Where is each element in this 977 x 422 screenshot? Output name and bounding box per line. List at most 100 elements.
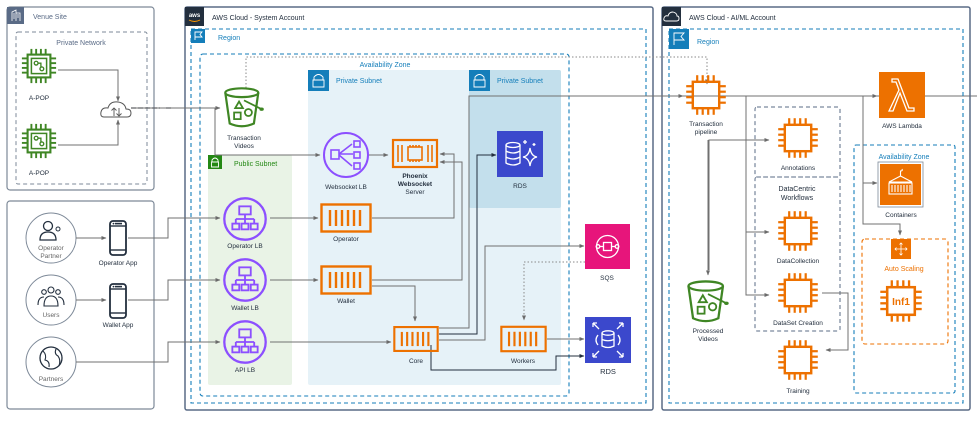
private-subnet-1-title: Private Subnet	[336, 78, 382, 85]
connector	[128, 216, 221, 239]
operator-app[interactable]: Operator App	[99, 220, 138, 267]
websocket-lb[interactable]: Websocket LB	[323, 132, 369, 191]
connector	[58, 119, 120, 146]
wallet-lb-label: Wallet LB	[231, 305, 259, 312]
operator-partner[interactable]: Operator Partner	[25, 212, 77, 264]
lock-icon	[469, 70, 490, 91]
venue-site-title: Venue Site	[33, 14, 67, 21]
globe-icon	[39, 346, 63, 370]
transaction-videos-label-2: Videos	[234, 143, 255, 150]
partners-label: Partners	[39, 376, 64, 383]
user-gear-icon	[39, 220, 61, 241]
workers-label: Workers	[511, 358, 536, 365]
phoenix-label-3: Server	[405, 189, 425, 196]
connector	[862, 183, 902, 236]
rds-icon	[592, 322, 624, 358]
operator-label: Operator	[333, 236, 359, 243]
apop-1[interactable]: A-POP	[20, 47, 58, 102]
containers-service[interactable]: Containers	[877, 161, 924, 219]
private-subnet-2-title: Private Subnet	[497, 78, 543, 85]
system-az-title: Availability Zone	[360, 62, 411, 69]
system-region-group: Region	[190, 28, 647, 404]
data-collection-label: DataCollection	[777, 258, 820, 265]
aurora-database-icon	[505, 140, 538, 167]
transaction-pipeline[interactable]: Transaction pipeline	[684, 73, 728, 136]
transaction-videos-bucket[interactable]: Transaction Videos	[224, 87, 265, 150]
connector	[372, 285, 417, 322]
connector	[372, 160, 463, 281]
aws-lambda[interactable]: AWS Lambda	[879, 72, 925, 130]
users-icon	[37, 286, 65, 307]
connector	[439, 95, 977, 329]
system-account-title: AWS Cloud - System Account	[212, 15, 304, 22]
api-lb[interactable]: API LB	[223, 320, 267, 374]
datacentric-title-2: Workflows	[781, 195, 814, 202]
aiml-az-title: Availability Zone	[879, 154, 930, 161]
transaction-pipeline-label-2: pipeline	[695, 129, 718, 136]
annotations-instance[interactable]: Annotations	[776, 116, 820, 172]
operator-app-label: Operator App	[99, 260, 138, 267]
connector	[522, 261, 585, 321]
connector	[214, 108, 321, 157]
training-label: Training	[786, 388, 810, 395]
rds-private-label: RDS	[513, 183, 527, 190]
aws-lambda-label: AWS Lambda	[882, 123, 922, 130]
core-service[interactable]: Core	[393, 325, 439, 365]
rds-database[interactable]: RDS	[585, 317, 631, 376]
rds-aurora-private[interactable]: RDS	[497, 131, 543, 190]
phoenix-label-2: Websocket	[398, 181, 433, 188]
ecs-containers-icon	[888, 168, 913, 195]
datacentric-title-1: DataCentric	[779, 186, 816, 193]
connector	[708, 138, 770, 270]
phoenix-websocket-server[interactable]: Phoenix Websocket Server	[391, 138, 439, 196]
connector	[430, 345, 585, 371]
wallet-app[interactable]: Wallet App	[103, 283, 134, 329]
core-label: Core	[409, 358, 423, 365]
annotations-label: Annotations	[781, 165, 816, 172]
wallet-app-label: Wallet App	[103, 322, 134, 329]
operator-partner-label-2: Partner	[40, 253, 62, 260]
private-network-title: Private Network	[56, 40, 106, 47]
containers-label: Containers	[885, 212, 917, 219]
training-instance[interactable]: Training	[776, 338, 820, 395]
operator-lb-label: Operator LB	[227, 243, 262, 250]
wallet-label: Wallet	[337, 298, 355, 305]
sqs-queue[interactable]: SQS	[585, 224, 630, 282]
connector	[372, 152, 455, 219]
auto-scaling-group: Auto Scaling	[861, 238, 949, 345]
users-label: Users	[43, 312, 61, 319]
apop-2[interactable]: A-POP	[20, 122, 58, 177]
processed-videos-label-1: Processed	[693, 328, 724, 335]
ec2-instance-icon	[397, 145, 433, 162]
processed-videos-label-2: Videos	[698, 336, 719, 343]
lambda-icon	[887, 78, 915, 112]
datacentric-workflows-group: DataCentric Workflows	[754, 106, 841, 332]
dataset-creation-label: DataSet Creation	[773, 320, 823, 327]
processed-videos-bucket[interactable]: Processed Videos	[687, 280, 730, 343]
phoenix-label-1: Phoenix	[402, 173, 428, 180]
apop-2-label: A-POP	[29, 170, 49, 177]
users[interactable]: Users	[25, 274, 77, 326]
partners[interactable]: Partners	[25, 336, 77, 388]
sqs-label: SQS	[600, 275, 614, 282]
internet-gateway-cloud-icon	[100, 101, 132, 118]
region-flag-icon	[669, 29, 689, 49]
aiml-region-title: Region	[697, 39, 719, 46]
dataset-creation-instance[interactable]: DataSet Creation	[773, 271, 823, 327]
wallet-lb[interactable]: Wallet LB	[223, 258, 267, 312]
connector	[822, 292, 849, 352]
operator-lb[interactable]: Operator LB	[223, 197, 267, 250]
public-subnet-title: Public Subnet	[234, 161, 277, 168]
workers-service[interactable]: Workers	[500, 325, 547, 365]
aiml-account-group: AWS Cloud - AI/ML Account	[661, 6, 971, 411]
lock-icon	[308, 70, 329, 91]
inf1-instance[interactable]: Inf1	[879, 279, 923, 323]
system-az-group: Availability Zone	[199, 53, 570, 397]
wallet-service[interactable]: Wallet	[320, 265, 372, 306]
inf1-label: Inf1	[892, 297, 910, 308]
auto-scaling-title: Auto Scaling	[884, 266, 923, 273]
data-collection-instance[interactable]: DataCollection	[777, 209, 820, 265]
operator-service[interactable]: Operator	[320, 203, 372, 244]
transaction-videos-label-1: Transaction	[227, 135, 261, 142]
